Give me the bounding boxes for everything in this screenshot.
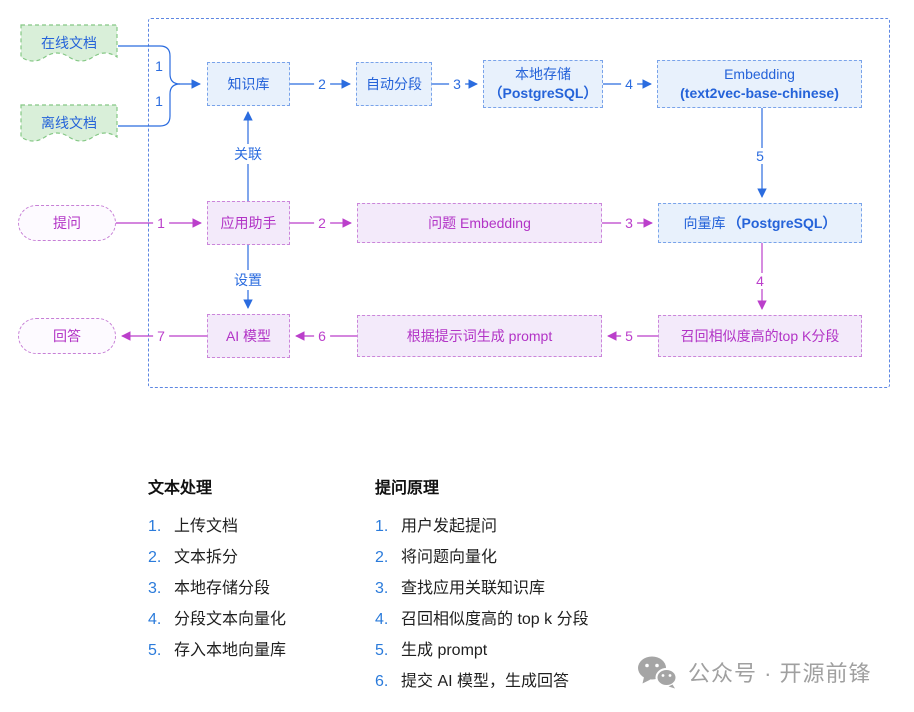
node-recall-topk: 召回相似度高的top K分段: [658, 315, 862, 357]
vector-db-name: 向量库: [683, 214, 726, 231]
edge-label-upload-offline: 1: [151, 93, 167, 109]
node-embedding: Embedding (text2vec-base-chinese): [657, 60, 862, 108]
edge-label-step4: 4: [621, 76, 637, 92]
edge-label-q1: 1: [153, 215, 169, 231]
edge-label-q5: 5: [621, 328, 637, 344]
document-icon: [20, 104, 118, 142]
node-answer: 回答: [18, 318, 116, 354]
offline-doc-shape: 离线文档: [20, 104, 118, 148]
list-item-text: 提交 AI 模型，生成回答: [401, 673, 570, 690]
list-item-text: 将问题向量化: [401, 549, 498, 566]
edge-label-associate: 关联: [230, 144, 266, 164]
edge-label-step3: 3: [449, 76, 465, 92]
list-item-text: 存入本地向量库: [174, 642, 287, 659]
node-generate-prompt: 根据提示词生成 prompt: [357, 315, 602, 357]
wechat-icon: [638, 656, 678, 689]
text-processing-list: 文本处理 1. 上传文档 2. 文本拆分 3. 本地存储分段 4. 分段文本向量…: [148, 474, 363, 666]
embedding-line2: (text2vec-base-chinese): [680, 85, 839, 101]
node-vector-db: 向量库 （PostgreSQL）: [658, 203, 862, 243]
node-local-storage: 本地存储 （PostgreSQL）: [483, 60, 603, 108]
watermark: 公众号 · 开源前锋: [636, 655, 872, 689]
list-item: 4. 召回相似度高的 top k 分段: [375, 604, 635, 635]
edge-label-q6: 6: [314, 328, 330, 344]
edge-label-step5: 5: [752, 148, 768, 164]
list-item: 5. 生成 prompt: [375, 635, 635, 666]
list-item-number: 4.: [148, 611, 162, 628]
edge-label-upload-online: 1: [151, 58, 167, 74]
embedding-line1: Embedding: [724, 66, 795, 83]
node-auto-segment: 自动分段: [356, 62, 432, 106]
list-item: 1. 上传文档: [148, 511, 363, 542]
list-item-number: 5.: [148, 642, 162, 659]
list-item-text: 上传文档: [174, 518, 239, 535]
edge-label-q7: 7: [153, 328, 169, 344]
list-item-number: 3.: [148, 580, 162, 597]
node-app-assistant: 应用助手: [207, 201, 290, 245]
node-ai-model: AI 模型: [207, 314, 290, 358]
watermark-text: 公众号 · 开源前锋: [688, 661, 872, 686]
list-item-text: 用户发起提问: [401, 518, 498, 535]
node-knowledge-base: 知识库: [207, 62, 290, 106]
online-doc-shape: 在线文档: [20, 24, 118, 68]
list-item-number: 1.: [375, 518, 389, 535]
list-item-number: 1.: [148, 518, 162, 535]
list-item-number: 4.: [375, 611, 389, 628]
list-item: 3. 本地存储分段: [148, 573, 363, 604]
list-item: 1. 用户发起提问: [375, 511, 635, 542]
document-icon: [20, 24, 118, 62]
list-item-text: 生成 prompt: [401, 642, 488, 659]
diagram-frame: [148, 18, 890, 388]
edge-label-q2: 2: [314, 215, 330, 231]
question-principle-list: 提问原理 1. 用户发起提问 2. 将问题向量化 3. 查找应用关联知识库 4.…: [375, 474, 635, 697]
edge-label-configure: 设置: [230, 270, 266, 290]
list-item-text: 分段文本向量化: [174, 611, 287, 628]
list-item: 5. 存入本地向量库: [148, 635, 363, 666]
list-item-text: 召回相似度高的 top k 分段: [401, 611, 589, 628]
list-item-text: 查找应用关联知识库: [401, 580, 546, 597]
list-item: 4. 分段文本向量化: [148, 604, 363, 635]
list-item: 2. 将问题向量化: [375, 542, 635, 573]
list-item-number: 2.: [148, 549, 162, 566]
node-question: 提问: [18, 205, 116, 241]
list-item-text: 文本拆分: [174, 549, 239, 566]
question-principle-title: 提问原理: [375, 480, 440, 497]
edge-label-q4: 4: [752, 273, 768, 289]
list-item-number: 3.: [375, 580, 389, 597]
list-item: 6. 提交 AI 模型，生成回答: [375, 666, 635, 697]
list-item-text: 本地存储分段: [174, 580, 271, 597]
node-question-embedding: 问题 Embedding: [357, 203, 602, 243]
list-item: 2. 文本拆分: [148, 542, 363, 573]
list-item: 3. 查找应用关联知识库: [375, 573, 635, 604]
local-storage-line1: 本地存储: [515, 66, 571, 83]
list-item-number: 2.: [375, 549, 389, 566]
list-item-number: 6.: [375, 673, 389, 690]
list-item-number: 5.: [375, 642, 389, 659]
offline-doc-label: 离线文档: [41, 115, 97, 131]
online-doc-label: 在线文档: [41, 35, 97, 51]
edge-label-q3: 3: [621, 215, 637, 231]
vector-db-engine: （PostgreSQL）: [727, 214, 837, 231]
text-processing-title: 文本处理: [148, 480, 213, 497]
local-storage-line2: （PostgreSQL）: [488, 85, 598, 101]
edge-label-step2: 2: [314, 76, 330, 92]
